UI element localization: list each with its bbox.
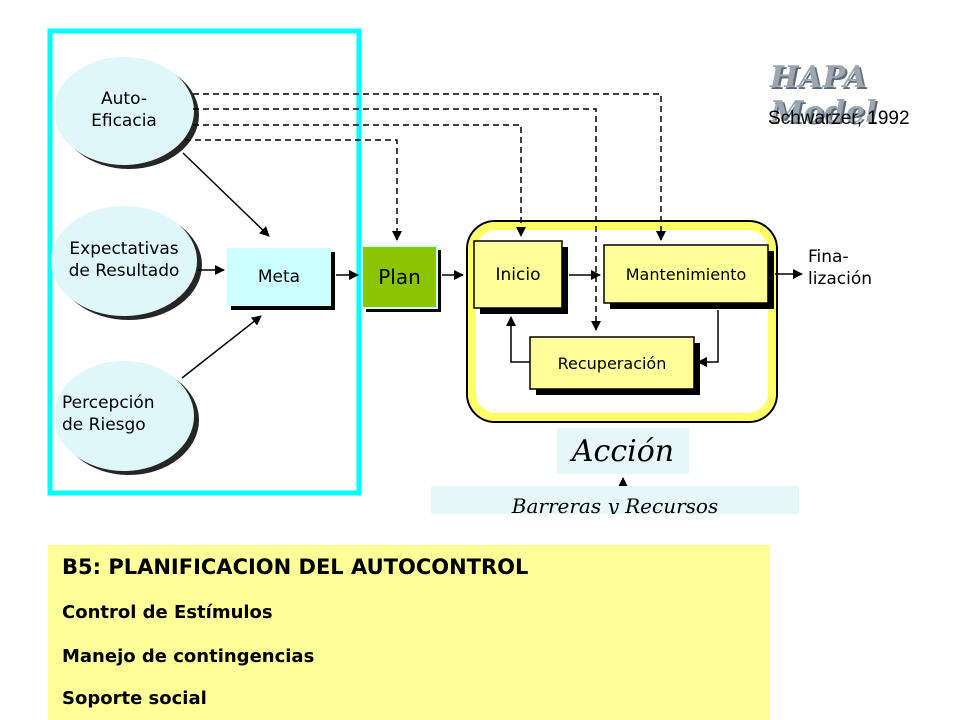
percepcion-ellipse <box>54 361 194 471</box>
meta-label: Meta <box>257 267 301 287</box>
accion-label: Acción <box>557 428 689 474</box>
plan-label: Plan <box>378 265 421 289</box>
finalizacion-label: Fina- lización <box>808 247 873 289</box>
arrow-eficacia-meta <box>182 152 270 237</box>
mantenimiento-label: Mantenimiento <box>625 264 747 284</box>
recuperacion-box <box>529 336 695 390</box>
panel-item: Soporte social <box>62 688 207 709</box>
action-frame <box>468 222 776 421</box>
plan-box <box>362 246 437 308</box>
panel-title: B5: PLANIFICACION DEL AUTOCONTROL <box>62 555 529 579</box>
arrow-mantenimiento-recuperacion <box>697 310 719 367</box>
dashed-to-mantenimiento <box>193 93 666 241</box>
arrow-recuperacion-inicio <box>506 316 530 363</box>
planificacion-panel: B5: PLANIFICACION DEL AUTOCONTROL Contro… <box>48 545 770 720</box>
meta-box <box>227 248 331 306</box>
recuperacion-label: Recuperación <box>557 353 667 373</box>
panel-item: Manejo de contingencias <box>62 646 315 667</box>
panel-item: Control de Estímulos <box>62 602 273 623</box>
model-title: HAPA Model <box>770 60 878 130</box>
arrow-percepcion-meta <box>181 315 262 379</box>
motivation-frame <box>47 28 362 496</box>
inicio-box <box>473 240 563 309</box>
action-frame-outer <box>466 220 778 423</box>
percepcion-label: Percepción de Riesgo <box>62 393 155 435</box>
dashed-to-recuperacion <box>193 108 601 331</box>
expectativas-ellipse <box>51 206 197 316</box>
dashed-to-plan <box>185 139 402 241</box>
auto-eficacia-ellipse <box>54 57 194 165</box>
inicio-label: Inicio <box>495 264 541 285</box>
mantenimiento-box <box>603 244 769 304</box>
barreras-label: Barreras y Recursos <box>431 486 799 514</box>
dashed-to-inicio <box>193 124 526 237</box>
auto-eficacia-label: Auto- Eficacia <box>91 89 157 131</box>
expectativas-label: Expectativas de Resultado <box>68 239 180 281</box>
citation: Schwarzer, 1992 <box>768 108 910 129</box>
